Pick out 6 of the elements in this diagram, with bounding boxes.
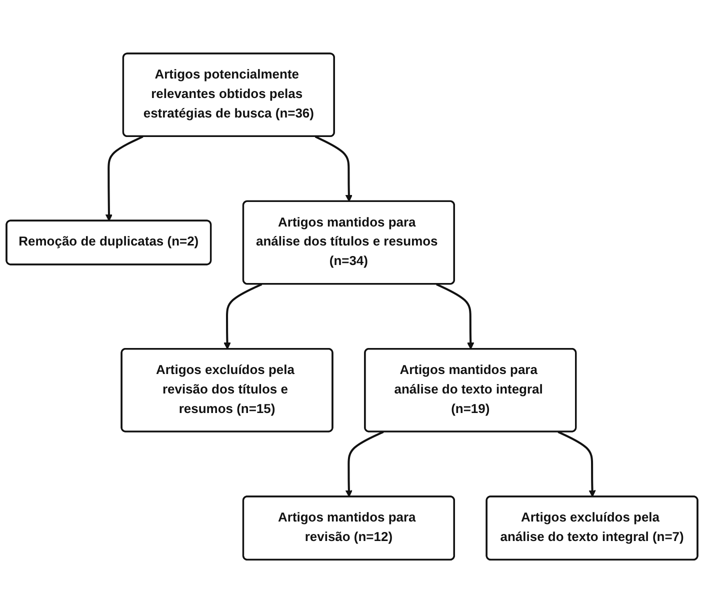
arrow (105, 136, 144, 222)
arrow (345, 431, 384, 498)
arrow (558, 431, 596, 498)
arrow (314, 136, 352, 202)
arrow (436, 284, 474, 350)
arrow (224, 284, 262, 350)
